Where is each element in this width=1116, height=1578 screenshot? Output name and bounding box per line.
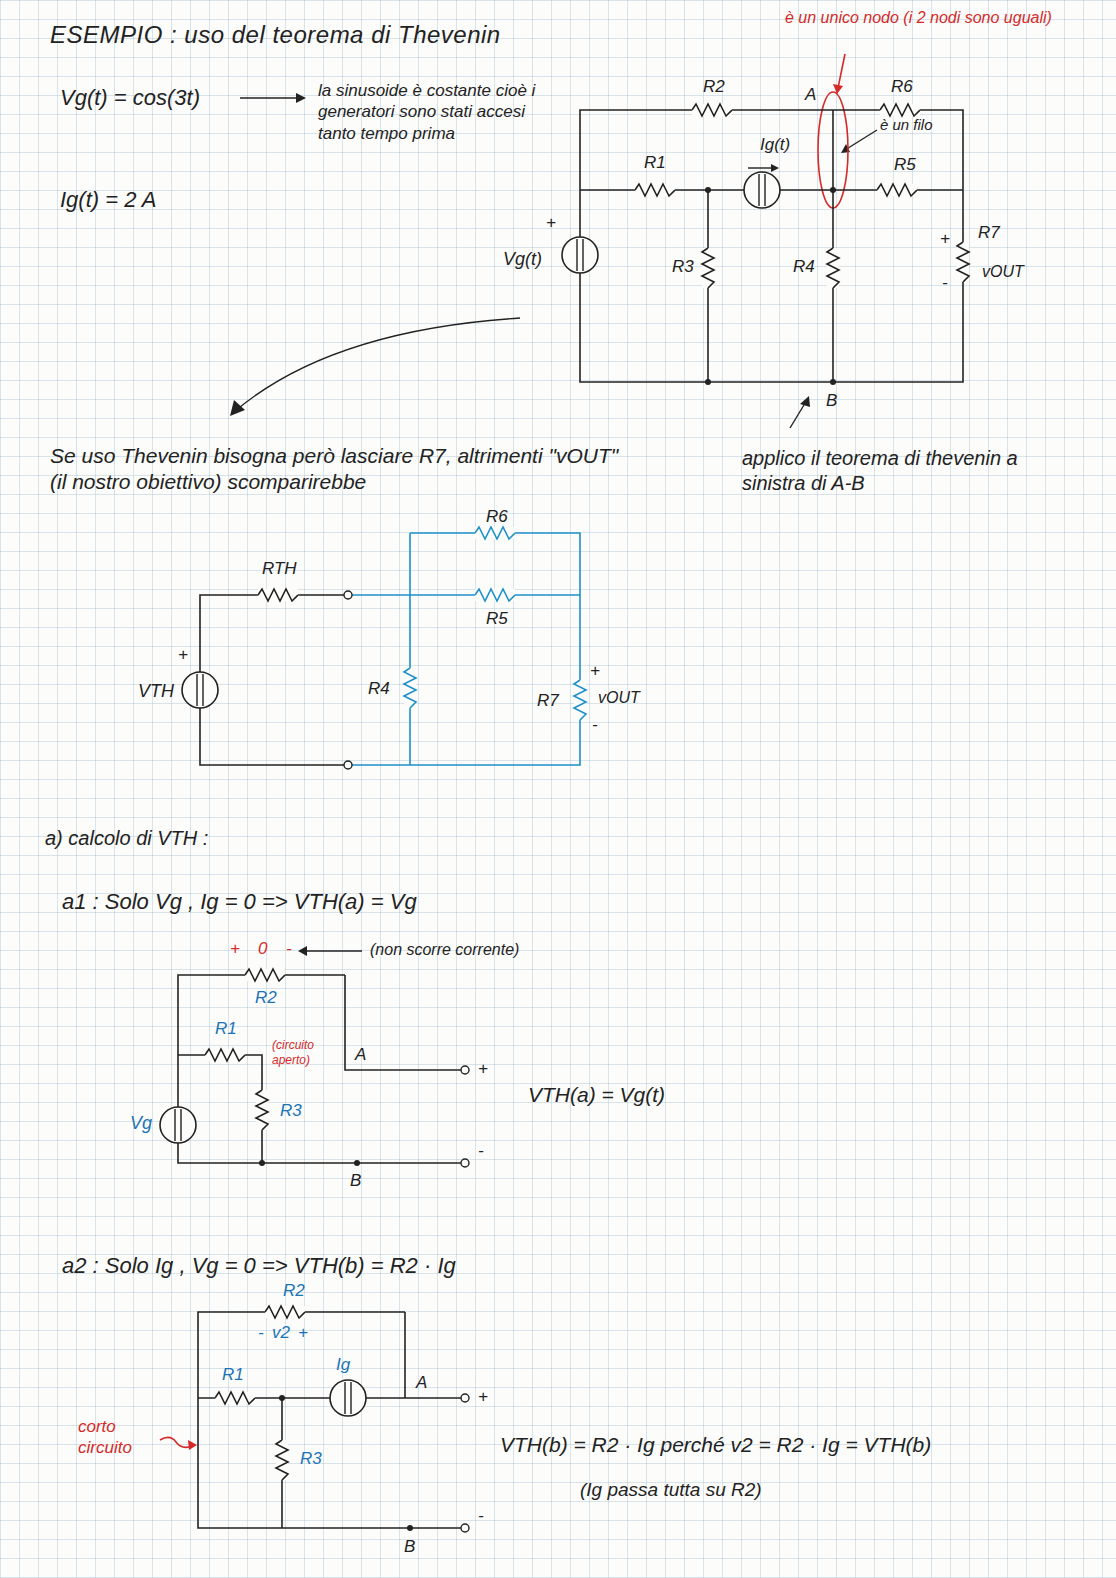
- circuit-label: vOUT: [598, 688, 640, 708]
- circuit-label: Vg(t) = cos(3t): [60, 84, 200, 112]
- circuit-label: +: [546, 212, 556, 233]
- circuit-label: corto circuito: [78, 1416, 160, 1459]
- circuit-label: 0: [258, 938, 267, 959]
- circuit-label: R4: [793, 256, 815, 277]
- circuit-label: -: [286, 938, 292, 959]
- circuit-label: B: [826, 390, 837, 411]
- circuit-label: R5: [486, 608, 508, 629]
- circuit-label: R6: [486, 506, 508, 527]
- circuit-label: R2: [283, 1280, 305, 1301]
- circuit-label: Se uso Thevenin bisogna però lasciare R7…: [50, 443, 640, 496]
- circuit-label: a1 : Solo Vg , Ig = 0 => VTH(a) = Vg: [62, 888, 417, 916]
- circuit-label: a2 : Solo Ig , Vg = 0 => VTH(b) = R2 · I…: [62, 1252, 456, 1280]
- circuit-label: vOUT: [982, 262, 1024, 282]
- circuit-label: R3: [672, 256, 694, 277]
- page-title: ESEMPIO : uso del teorema di Thevenin: [50, 20, 501, 50]
- circuit-label: -: [258, 1322, 264, 1343]
- circuit-label: Ig(t) = 2 A: [60, 186, 156, 214]
- circuit-label: Ig: [336, 1354, 350, 1375]
- circuit-label: R7: [978, 222, 1000, 243]
- circuit-label: R2: [703, 76, 725, 97]
- circuit-label: R5: [894, 154, 916, 175]
- circuit-label: R6: [891, 76, 913, 97]
- circuit-label: -: [942, 272, 948, 293]
- circuit-label: (circuito aperto): [272, 1038, 340, 1068]
- circuit-label: R2: [255, 987, 277, 1008]
- circuit-label: applico il teorema di thevenin a sinistr…: [742, 446, 1082, 496]
- circuit-label: la sinusoide è costante cioè i generator…: [318, 80, 548, 144]
- circuit-label: R3: [280, 1100, 302, 1121]
- circuit-label: A: [355, 1044, 366, 1065]
- circuit-label: R1: [222, 1364, 244, 1385]
- circuit-label: B: [404, 1536, 415, 1557]
- circuit-label: -: [478, 1140, 484, 1161]
- circuit-label: +: [478, 1386, 488, 1407]
- circuit-label: -: [478, 1505, 484, 1526]
- circuit-label: VTH(b) = R2 · Ig perché v2 = R2 · Ig = V…: [500, 1432, 931, 1458]
- circuit-label: +: [940, 228, 950, 249]
- circuit-label: +: [478, 1058, 488, 1079]
- circuit-label: (Ig passa tutta su R2): [580, 1478, 762, 1502]
- circuit-label: A: [805, 84, 816, 105]
- circuit-label: Ig(t): [760, 134, 790, 155]
- circuit-label: +: [230, 938, 240, 959]
- circuit-label: -: [592, 714, 598, 735]
- circuit-label: Vg: [130, 1112, 152, 1135]
- circuit-label: R4: [368, 678, 390, 699]
- circuit-label: A: [416, 1372, 427, 1393]
- circuit-label: (non scorre corrente): [370, 940, 519, 960]
- circuit-label: Vg(t): [503, 248, 542, 271]
- circuit-label: RTH: [262, 558, 297, 579]
- circuit-label: +: [298, 1322, 308, 1343]
- circuit-label: R7: [537, 690, 559, 711]
- circuit-label: è un filo: [880, 116, 933, 135]
- circuit-label: è un unico nodo (i 2 nodi sono uguali): [785, 8, 1085, 28]
- circuit-label: +: [590, 660, 600, 681]
- circuit-label: VTH: [138, 680, 174, 703]
- circuit-label: R3: [300, 1448, 322, 1469]
- circuit-label: R1: [215, 1018, 237, 1039]
- circuit-label: a) calcolo di VTH :: [45, 826, 208, 851]
- circuit-label: +: [178, 644, 188, 665]
- circuit-label: v2: [272, 1322, 290, 1343]
- circuit-label: VTH(a) = Vg(t): [528, 1082, 665, 1108]
- circuit-label: B: [350, 1170, 361, 1191]
- circuit-label: R1: [644, 152, 666, 173]
